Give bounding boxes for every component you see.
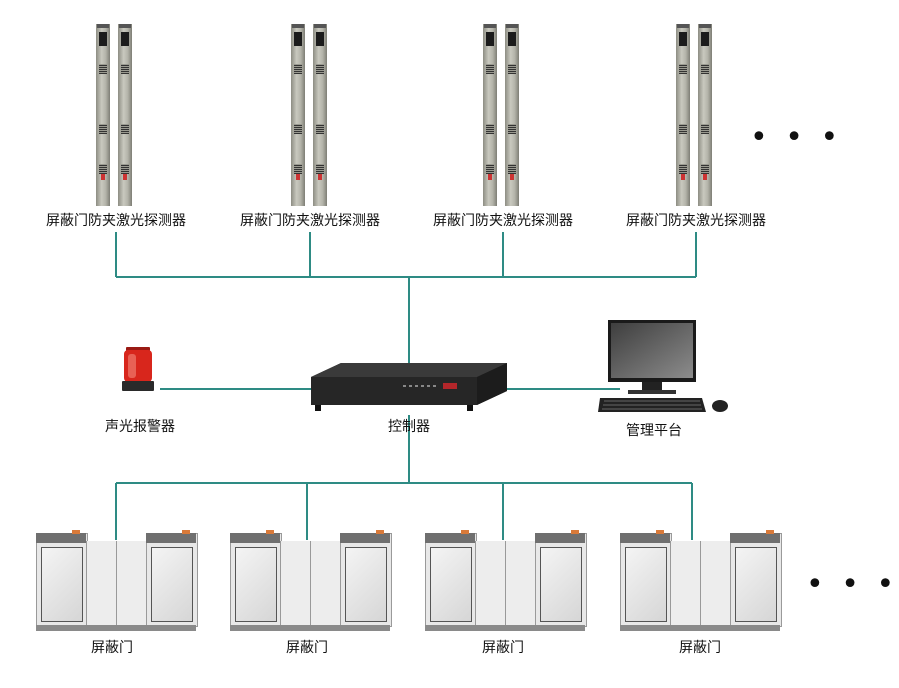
door-label-4: 屏蔽门	[679, 640, 721, 656]
screen-door-4	[620, 530, 782, 633]
laser-detector-3	[483, 24, 527, 206]
screen-door-1	[36, 530, 198, 633]
alarm-light-icon	[120, 345, 156, 393]
controller-device-icon	[311, 363, 507, 415]
door-more-ellipsis: • • •	[806, 567, 899, 602]
laser-detector-4	[676, 24, 720, 206]
detector-label-4: 屏蔽门防夹激光探测器	[626, 213, 766, 229]
screen-door-2	[230, 530, 392, 633]
alarm-label: 声光报警器	[105, 419, 175, 435]
laser-detector-1	[96, 24, 140, 206]
detector-label-1: 屏蔽门防夹激光探测器	[46, 213, 186, 229]
door-label-3: 屏蔽门	[482, 640, 524, 656]
detector-more-ellipsis: • • •	[750, 120, 843, 155]
door-label-1: 屏蔽门	[91, 640, 133, 656]
screen-door-3	[425, 530, 587, 633]
platform-label: 管理平台	[626, 423, 682, 439]
computer-icon	[598, 318, 732, 418]
detector-label-3: 屏蔽门防夹激光探测器	[433, 213, 573, 229]
laser-detector-2	[291, 24, 335, 206]
detector-label-2: 屏蔽门防夹激光探测器	[240, 213, 380, 229]
controller-label: 控制器	[388, 419, 430, 435]
door-label-2: 屏蔽门	[286, 640, 328, 656]
